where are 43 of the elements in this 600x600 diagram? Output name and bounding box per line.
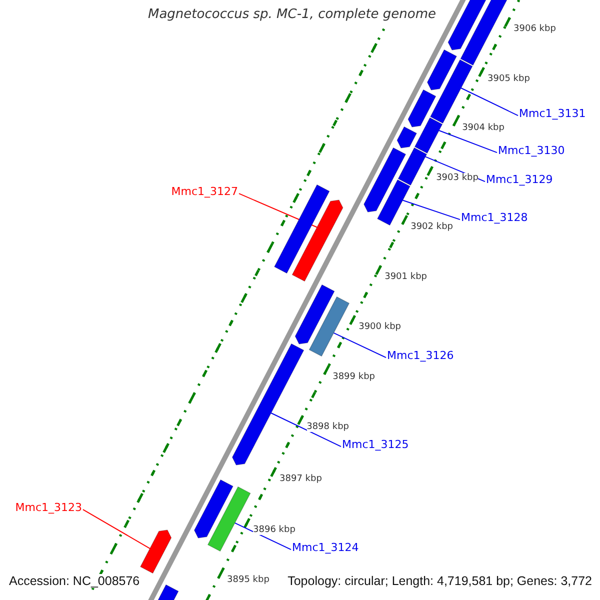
leader-line [438,130,498,154]
scale-label: 3902 kbp [410,222,453,232]
scale-label: 3896 kbp [253,525,296,536]
gene-label: Mmc1_3129 [486,174,553,187]
gene-label: Mmc1_3124 [292,542,359,555]
scale-label: 3895 kbp [227,575,270,586]
scale-label: 3900 kbp [358,322,401,332]
gene-block [426,49,457,90]
leader-line [270,412,342,448]
gene-label: Mmc1_3131 [519,108,586,121]
gene-label: Mmc1_3126 [387,350,454,363]
gene-label: Mmc1_3130 [498,145,565,158]
gene-block [292,200,344,282]
diagram-title: Magnetococcus sp. MC-1, complete genome [148,8,436,23]
leader-line [402,200,460,220]
gene-label: Mmc1_3128 [461,212,528,225]
leader-line [234,522,292,550]
gene-label: Mmc1_3125 [342,439,409,452]
leader-line [460,88,518,116]
gene-block [294,284,335,344]
gene-block [194,479,234,538]
leader-line [333,332,386,358]
leader-line [82,509,150,550]
accession-text: Accession: NC_008576 [9,574,140,588]
gene-block [232,343,304,466]
gene-block [140,530,172,574]
gene-label: Mmc1_3123 [15,502,82,515]
scale-label: 3899 kbp [332,372,375,382]
gene-block [308,296,350,357]
gene-label: Mmc1_3127 [171,186,238,199]
scale-label: 3901 kbp [384,272,427,282]
gene-block [207,486,251,552]
gene-block [396,126,417,148]
scale-label: 3906 kbp [514,24,556,34]
gene-block [377,179,410,226]
scale-label: 3905 kbp [488,74,530,84]
gene-block [274,184,330,274]
scale-label: 3898 kbp [306,422,349,432]
scale-label: 3903 kbp [436,173,478,184]
gene-block [408,89,436,128]
genome-stats-text: Topology: circular; Length: 4,719,581 bp; Genes: 3,772 [288,574,592,588]
scale-label: 3904 kbp [462,123,504,134]
scale-label: 3897 kbp [280,474,322,484]
